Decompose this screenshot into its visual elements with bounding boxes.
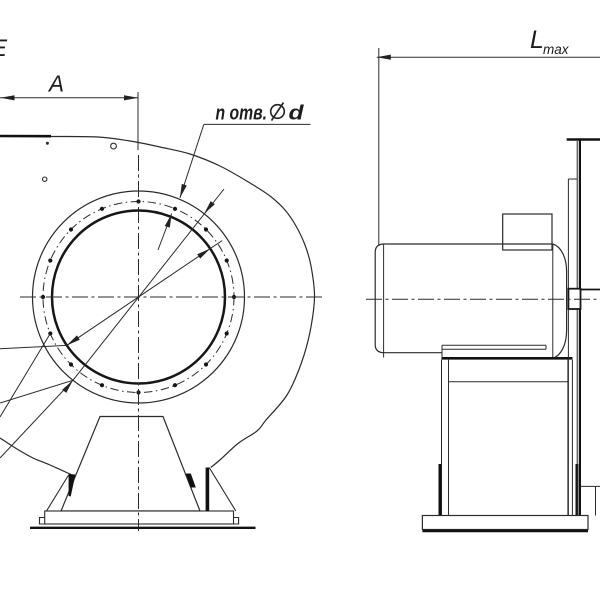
svg-text:E: E xyxy=(0,35,8,62)
svg-text:n отв.: n отв. xyxy=(216,103,268,125)
svg-text:A: A xyxy=(47,71,64,97)
svg-text:L: L xyxy=(530,26,544,54)
svg-text:d: d xyxy=(289,103,305,125)
svg-text:max: max xyxy=(543,42,570,57)
